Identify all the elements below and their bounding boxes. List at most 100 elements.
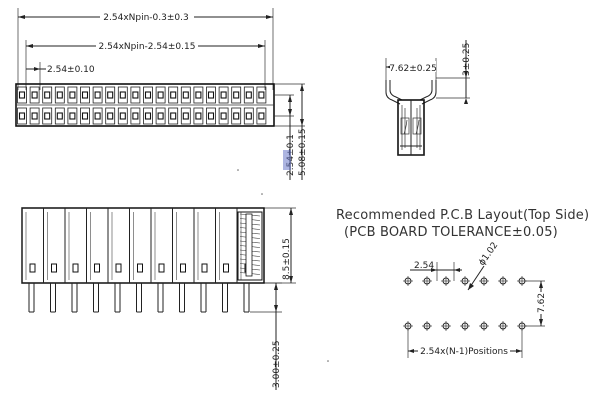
front-height-dimension-label: 8.5±0.15	[282, 238, 292, 280]
top-pin	[69, 112, 76, 120]
top-pin-cell	[168, 86, 179, 104]
top-pin-cell	[92, 107, 103, 125]
front-pin	[179, 283, 185, 312]
top-pin	[69, 91, 76, 99]
top-pin-cell	[117, 107, 128, 125]
top-pin-cell	[193, 86, 204, 104]
top-pin-cell	[143, 86, 153, 104]
pcb-layout-title: Recommended P.C.B Layout(Top Side)	[336, 208, 589, 223]
top-pin-cell	[168, 107, 179, 125]
top-pin-cell	[54, 107, 65, 125]
top-pin-cell	[80, 107, 90, 125]
top-view-pin-grid	[17, 86, 267, 125]
top-pin	[144, 112, 152, 120]
top-pin	[119, 91, 126, 99]
side-width-dimension-label: 7.62±0.25	[389, 64, 437, 74]
top-pin	[258, 91, 265, 99]
front-pin	[71, 283, 78, 312]
top-pin-cell	[180, 86, 191, 104]
top-pin	[233, 91, 240, 99]
front-contact-window	[180, 263, 186, 273]
top-pin	[132, 112, 139, 120]
front-contact-window	[223, 263, 229, 273]
pcb-tolerance-note: (PCB BOARD TOLERANCE±0.05)	[344, 225, 558, 240]
front-contact-window	[137, 263, 143, 273]
pcb-row-dimension-label: 7.62	[537, 293, 547, 313]
top-pin-cell	[17, 86, 27, 104]
pitch-dimension-label: 2.54±0.10	[47, 65, 95, 75]
top-pin-cell	[29, 107, 40, 125]
front-pin	[136, 283, 142, 312]
top-pin	[31, 112, 38, 120]
top-pin-cell	[218, 86, 229, 104]
top-pin	[233, 112, 240, 120]
front-pin	[157, 283, 164, 312]
top-pin-cell	[206, 86, 216, 104]
top-pin	[182, 91, 189, 99]
top-pin-cell	[130, 86, 141, 104]
top-pin	[207, 91, 215, 99]
front-pin	[222, 283, 228, 312]
top-pin-cell	[143, 107, 153, 125]
front-contact-window	[94, 263, 100, 273]
top-pin-cell	[92, 86, 103, 104]
side-view: 7.62±0.25 3±0.25	[385, 40, 472, 156]
pcb-layout: Recommended P.C.B Layout(Top Side) (PCB …	[336, 208, 589, 358]
front-contact-window	[72, 263, 79, 273]
side-height-dimension-label: 3±0.25	[462, 43, 472, 76]
section-contact	[245, 213, 253, 277]
top-pin	[144, 91, 152, 99]
top-pin	[18, 91, 26, 99]
top-pin-cell	[193, 107, 204, 125]
top-pin-cell	[206, 107, 216, 125]
top-pin-cell	[54, 86, 65, 104]
top-pin	[170, 112, 177, 120]
top-pin-cell	[180, 107, 191, 125]
front-contact-window	[29, 263, 36, 273]
top-pin-cell	[155, 86, 166, 104]
front-pin	[243, 283, 250, 312]
top-pin	[182, 112, 189, 120]
top-pin	[94, 112, 101, 120]
top-pin-cell	[231, 107, 242, 125]
top-pin	[207, 112, 215, 120]
body-width-dimension-label: 5.08±0.15	[298, 128, 308, 176]
front-pin	[28, 283, 35, 312]
top-pin-cell	[218, 107, 229, 125]
top-pin-cell	[105, 107, 116, 125]
pcb-pitch-dimension-label: 2.54	[414, 261, 434, 271]
top-pin	[18, 112, 26, 120]
top-pin	[132, 91, 139, 99]
inner-dimension-label: 2.54xNpin-2.54±0.15	[99, 42, 196, 52]
top-pin	[195, 112, 202, 120]
top-pin	[220, 91, 227, 99]
front-view-body	[21, 207, 265, 313]
top-pin-cell	[130, 107, 141, 125]
front-contact-window	[201, 263, 208, 273]
front-view: 8.5±0.15 3.00±0.25	[21, 207, 296, 390]
top-pin	[258, 112, 265, 120]
front-pin	[50, 283, 56, 312]
top-pin	[245, 91, 252, 99]
front-pin	[200, 283, 207, 312]
top-pin	[157, 91, 164, 99]
top-pin	[94, 91, 101, 99]
top-pin	[44, 91, 51, 99]
top-view: 2.54xNpin-0.3±0.3 2.54xNpin-2.54±0.15 2.…	[15, 8, 308, 180]
top-pin	[56, 91, 63, 99]
top-pin	[56, 112, 63, 120]
top-pin	[195, 91, 202, 99]
front-section-cut	[237, 211, 263, 281]
top-pin-cell	[29, 86, 40, 104]
top-pin	[220, 112, 227, 120]
top-pin	[157, 112, 164, 120]
top-pin-cell	[80, 86, 90, 104]
top-pin	[31, 91, 38, 99]
top-pin	[107, 91, 114, 99]
top-pin	[81, 112, 89, 120]
front-contact-window	[158, 263, 165, 273]
pin-length-dimension-label: 3.00±0.25	[272, 340, 282, 388]
top-pin-cell	[155, 107, 166, 125]
top-pin	[44, 112, 51, 120]
